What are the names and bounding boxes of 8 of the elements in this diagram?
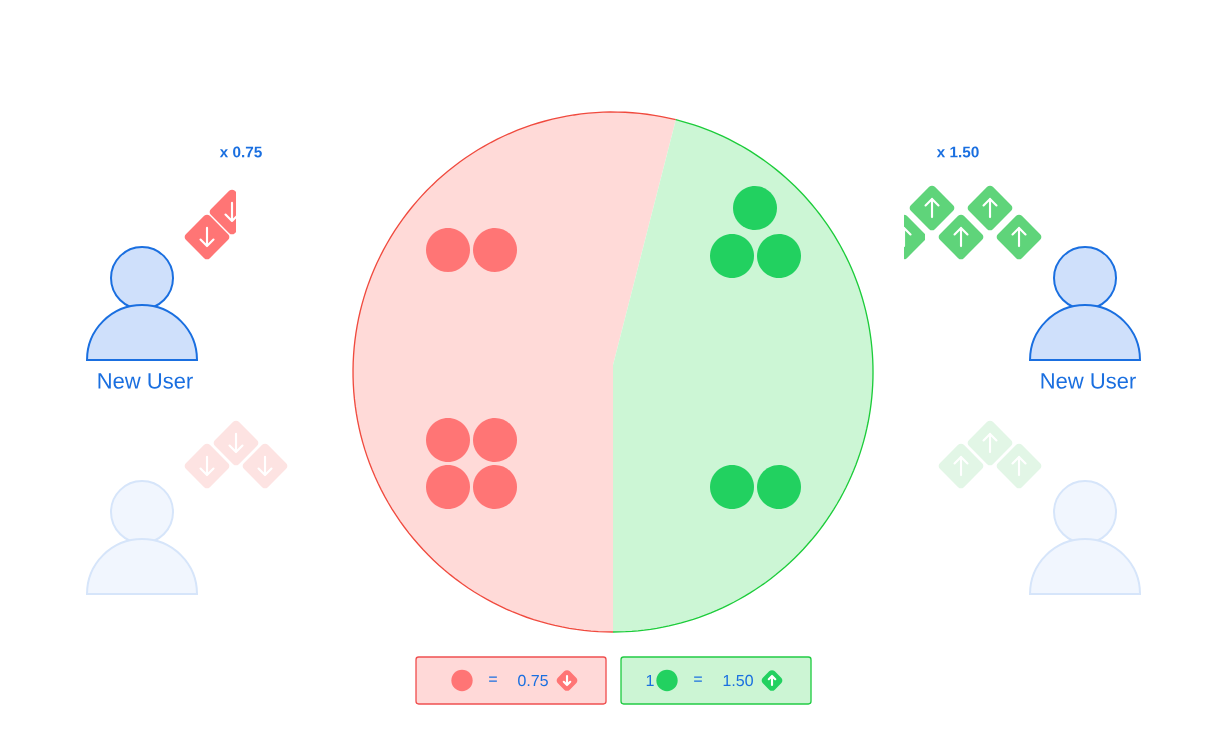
multiplier-label: x 0.75 (219, 146, 262, 158)
user-icon (1029, 480, 1141, 595)
legend-box: = 0.75 (415, 656, 607, 705)
multiplier-label: x 1.50 (936, 146, 979, 158)
user-label: New User (1041, 373, 1136, 389)
legend-box: 1 = 1.50 (620, 656, 812, 705)
user-label: New User (98, 373, 193, 389)
user-icon (86, 480, 198, 595)
